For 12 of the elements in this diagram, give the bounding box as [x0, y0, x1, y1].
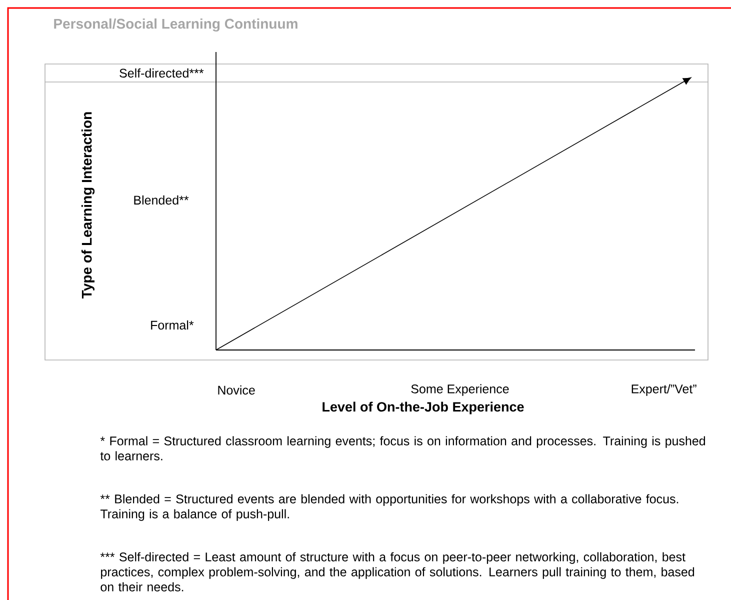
- level-label: Self-directed***: [120, 68, 204, 78]
- axis-title: Level of On-the-Job Experience: [322, 402, 524, 414]
- level-label: Formal*: [151, 320, 194, 330]
- note-text: *** Self-directed = Least amount of structure with a focus on peer-to-peer networking, collaboration, best practices, complex problem-solving, and the application of solutions. Learners pull training to them, based on their needs.: [100, 552, 694, 592]
- level-label: Blended**: [134, 195, 189, 205]
- chart-title: Personal/Social Learning Continuum: [54, 18, 298, 32]
- tick-label: Novice: [218, 385, 255, 395]
- note-text: ** Blended = Structured events are blended with opportunities for workshops with a collaborative focus. Training is a balance of push-pull.: [100, 494, 678, 521]
- note-text: * Formal = Structured classroom learning events; focus is on information and processes. Training is pushed to learners.: [100, 436, 706, 460]
- tick-label: Expert/”Vet”: [632, 384, 696, 396]
- tick-label: Some Experience: [411, 384, 509, 396]
- axis-title: Type of Learning Interaction: [81, 112, 95, 298]
